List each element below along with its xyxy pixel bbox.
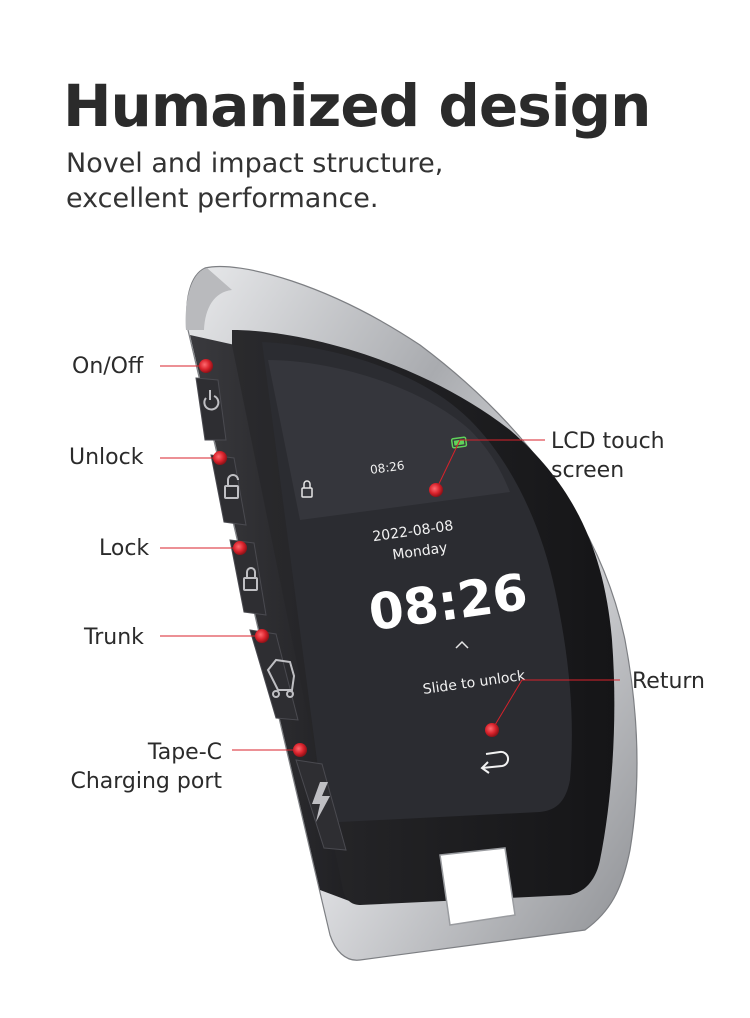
label-lcd: LCD touch screen	[551, 427, 665, 485]
label-charging-line-1: Tape-C	[147, 740, 222, 765]
label-lcd-line-2: screen	[551, 458, 625, 483]
callout-lines	[160, 365, 620, 751]
car-trunk-icon	[266, 658, 296, 698]
headline: Humanized design	[63, 72, 651, 140]
screen-reflection	[268, 360, 510, 520]
label-charging: Tape-C Charging port	[62, 738, 222, 796]
screen-small-time: 08:26	[369, 458, 405, 477]
subline-line-1: Novel and impact structure,	[66, 148, 444, 179]
lightning-icon	[312, 782, 330, 822]
label-on-off: On/Off	[72, 354, 144, 379]
key-slot	[439, 847, 516, 926]
padlock-status-icon	[301, 480, 313, 498]
label-trunk: Trunk	[84, 625, 144, 650]
dot-unlock	[213, 451, 227, 465]
label-lcd-line-1: LCD touch	[551, 429, 665, 454]
dot-return	[485, 723, 499, 737]
dot-lock	[233, 541, 247, 555]
chevron-up-icon	[455, 640, 469, 649]
screen-weekday: Monday	[391, 540, 448, 564]
chrome-top-lip	[185, 268, 232, 330]
dot-trunk	[255, 629, 269, 643]
unlock-icon	[224, 474, 239, 499]
label-return: Return	[632, 669, 706, 694]
label-unlock: Unlock	[69, 445, 144, 470]
dot-lcd	[429, 483, 443, 497]
subline-line-2: excellent performance.	[66, 183, 379, 214]
callout-dots	[199, 359, 499, 757]
power-icon	[203, 390, 220, 411]
lock-icon	[243, 567, 258, 591]
label-charging-line-2: Charging port	[70, 769, 222, 794]
return-arrow-icon	[480, 750, 510, 774]
subline: Novel and impact structure, excellent pe…	[66, 146, 443, 216]
dot-on-off	[199, 359, 213, 373]
dot-charging	[293, 743, 307, 757]
label-lock: Lock	[99, 536, 150, 561]
